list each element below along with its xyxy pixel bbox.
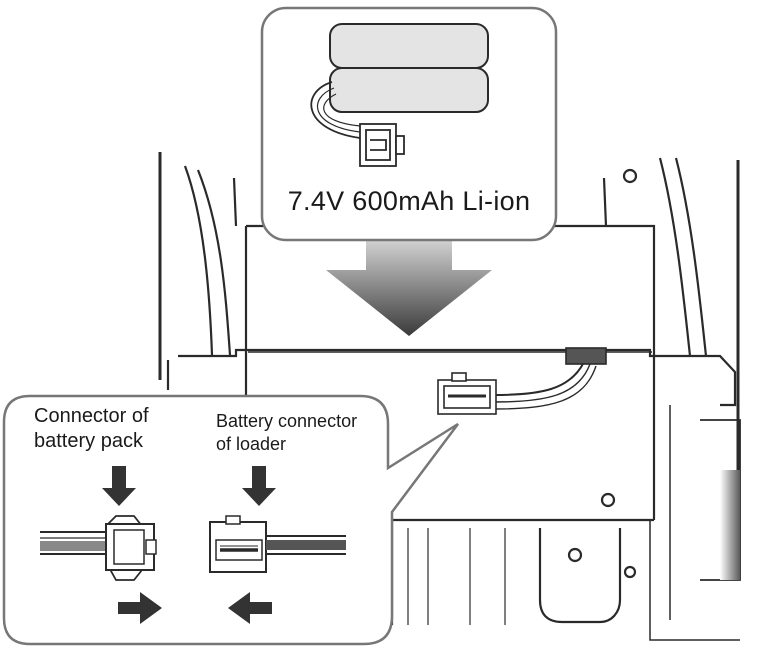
connector-detail-callout: [2, 394, 459, 646]
left-arrow-icon: [228, 592, 272, 624]
down-arrow-icon: [242, 466, 276, 506]
battery-pack-connector-label: Connector of battery pack: [34, 405, 149, 452]
loader-connector-label: Battery connector of loader: [216, 411, 358, 454]
insert-direction-arrow: [326, 236, 492, 336]
battery-callout: [260, 6, 558, 242]
installed-connector: [437, 347, 607, 415]
battery-spec-label: 7.4V 600mAh Li-ion: [287, 186, 531, 216]
right-arrow-icon: [118, 592, 162, 624]
down-arrow-icon: [102, 466, 136, 506]
loader-body: [158, 152, 741, 641]
